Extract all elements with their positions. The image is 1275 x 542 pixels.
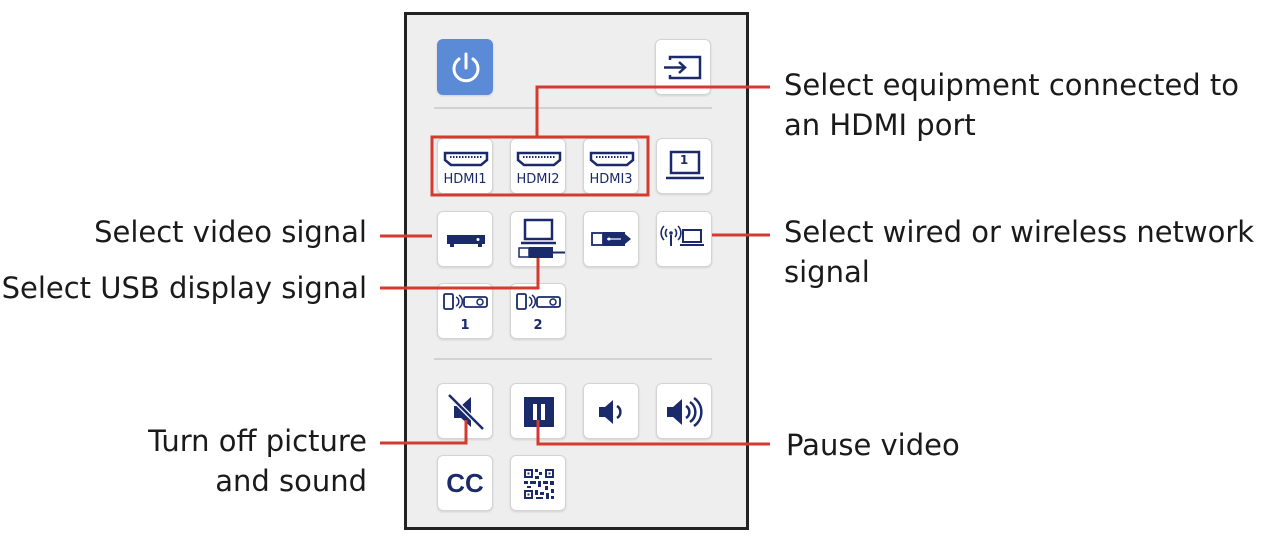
divider	[434, 107, 712, 109]
callout-pause: Pause video	[786, 425, 960, 465]
volume-up-button[interactable]	[656, 383, 712, 439]
video-player-icon	[447, 235, 485, 247]
computer1-label: 1	[679, 153, 689, 167]
screen-mirroring-icon	[516, 293, 561, 310]
computer1-button[interactable]: 1	[656, 138, 712, 194]
screen-mirroring-icon	[443, 293, 488, 310]
callout-hdmi-line2: an HDMI port	[784, 108, 976, 142]
hdmi-group-highlight	[430, 135, 650, 197]
callout-video: Select video signal	[94, 212, 367, 252]
callout-usb-display: Select USB display signal	[2, 268, 367, 308]
screen-mirroring2-button[interactable]: 2	[510, 283, 566, 339]
screen-mirroring1-button[interactable]: 1	[437, 283, 493, 339]
callout-hdmi: Select equipment connected to an HDMI po…	[784, 65, 1239, 145]
av-mute-callout-line	[380, 420, 468, 445]
callout-av-mute-line2: and sound	[215, 464, 367, 498]
network-button[interactable]	[656, 211, 712, 267]
callout-av-mute: Turn off picture and sound	[148, 421, 367, 501]
cc-label: CC	[446, 468, 484, 498]
volume-down-icon	[599, 400, 622, 424]
input-source-icon	[664, 55, 702, 80]
usb-button[interactable]	[583, 211, 639, 267]
video-button[interactable]	[437, 211, 493, 267]
callout-network-line2: signal	[784, 255, 870, 289]
power-icon	[452, 52, 480, 83]
laptop-usb-icon	[518, 218, 565, 258]
network-icon	[660, 225, 704, 246]
callout-usb-display-line1: Select USB display signal	[1, 271, 367, 305]
pause-callout-line	[536, 420, 770, 446]
hdmi-port-icon	[443, 151, 489, 167]
callout-pause-line1: Pause video	[786, 428, 960, 462]
volume-down-button[interactable]	[583, 383, 639, 439]
hdmi3-button[interactable]: HDMI3	[583, 138, 639, 194]
volume-up-icon	[667, 396, 703, 428]
qr-code-icon	[524, 469, 554, 499]
hdmi1-label: HDMI1	[443, 172, 487, 187]
cc-button[interactable]: CC	[437, 455, 493, 511]
qr-code-button[interactable]	[510, 455, 566, 511]
usb-icon	[591, 232, 631, 246]
laptop-icon	[666, 150, 704, 180]
hdmi2-label: HDMI2	[516, 172, 560, 187]
screen-mirroring2-label: 2	[533, 318, 543, 333]
av-mute-icon	[447, 393, 485, 431]
usb-display-callout-line	[380, 258, 540, 290]
callout-network-line1: Select wired or wireless network	[784, 215, 1255, 249]
power-button[interactable]	[437, 39, 493, 95]
callout-hdmi-line1: Select equipment connected to	[784, 68, 1240, 102]
screen-mirroring1-label: 1	[460, 318, 470, 333]
hdmi3-label: HDMI3	[589, 172, 633, 187]
hdmi-port-icon	[516, 151, 562, 167]
hdmi-callout-line	[535, 85, 770, 137]
callout-video-line1: Select video signal	[94, 215, 367, 249]
pause-button[interactable]	[510, 383, 566, 439]
callout-av-mute-line1: Turn off picture	[148, 424, 367, 458]
divider	[434, 358, 712, 360]
usb-display-button[interactable]	[510, 211, 566, 267]
hdmi-port-icon	[589, 151, 635, 167]
callout-network: Select wired or wireless network signal	[784, 212, 1254, 292]
